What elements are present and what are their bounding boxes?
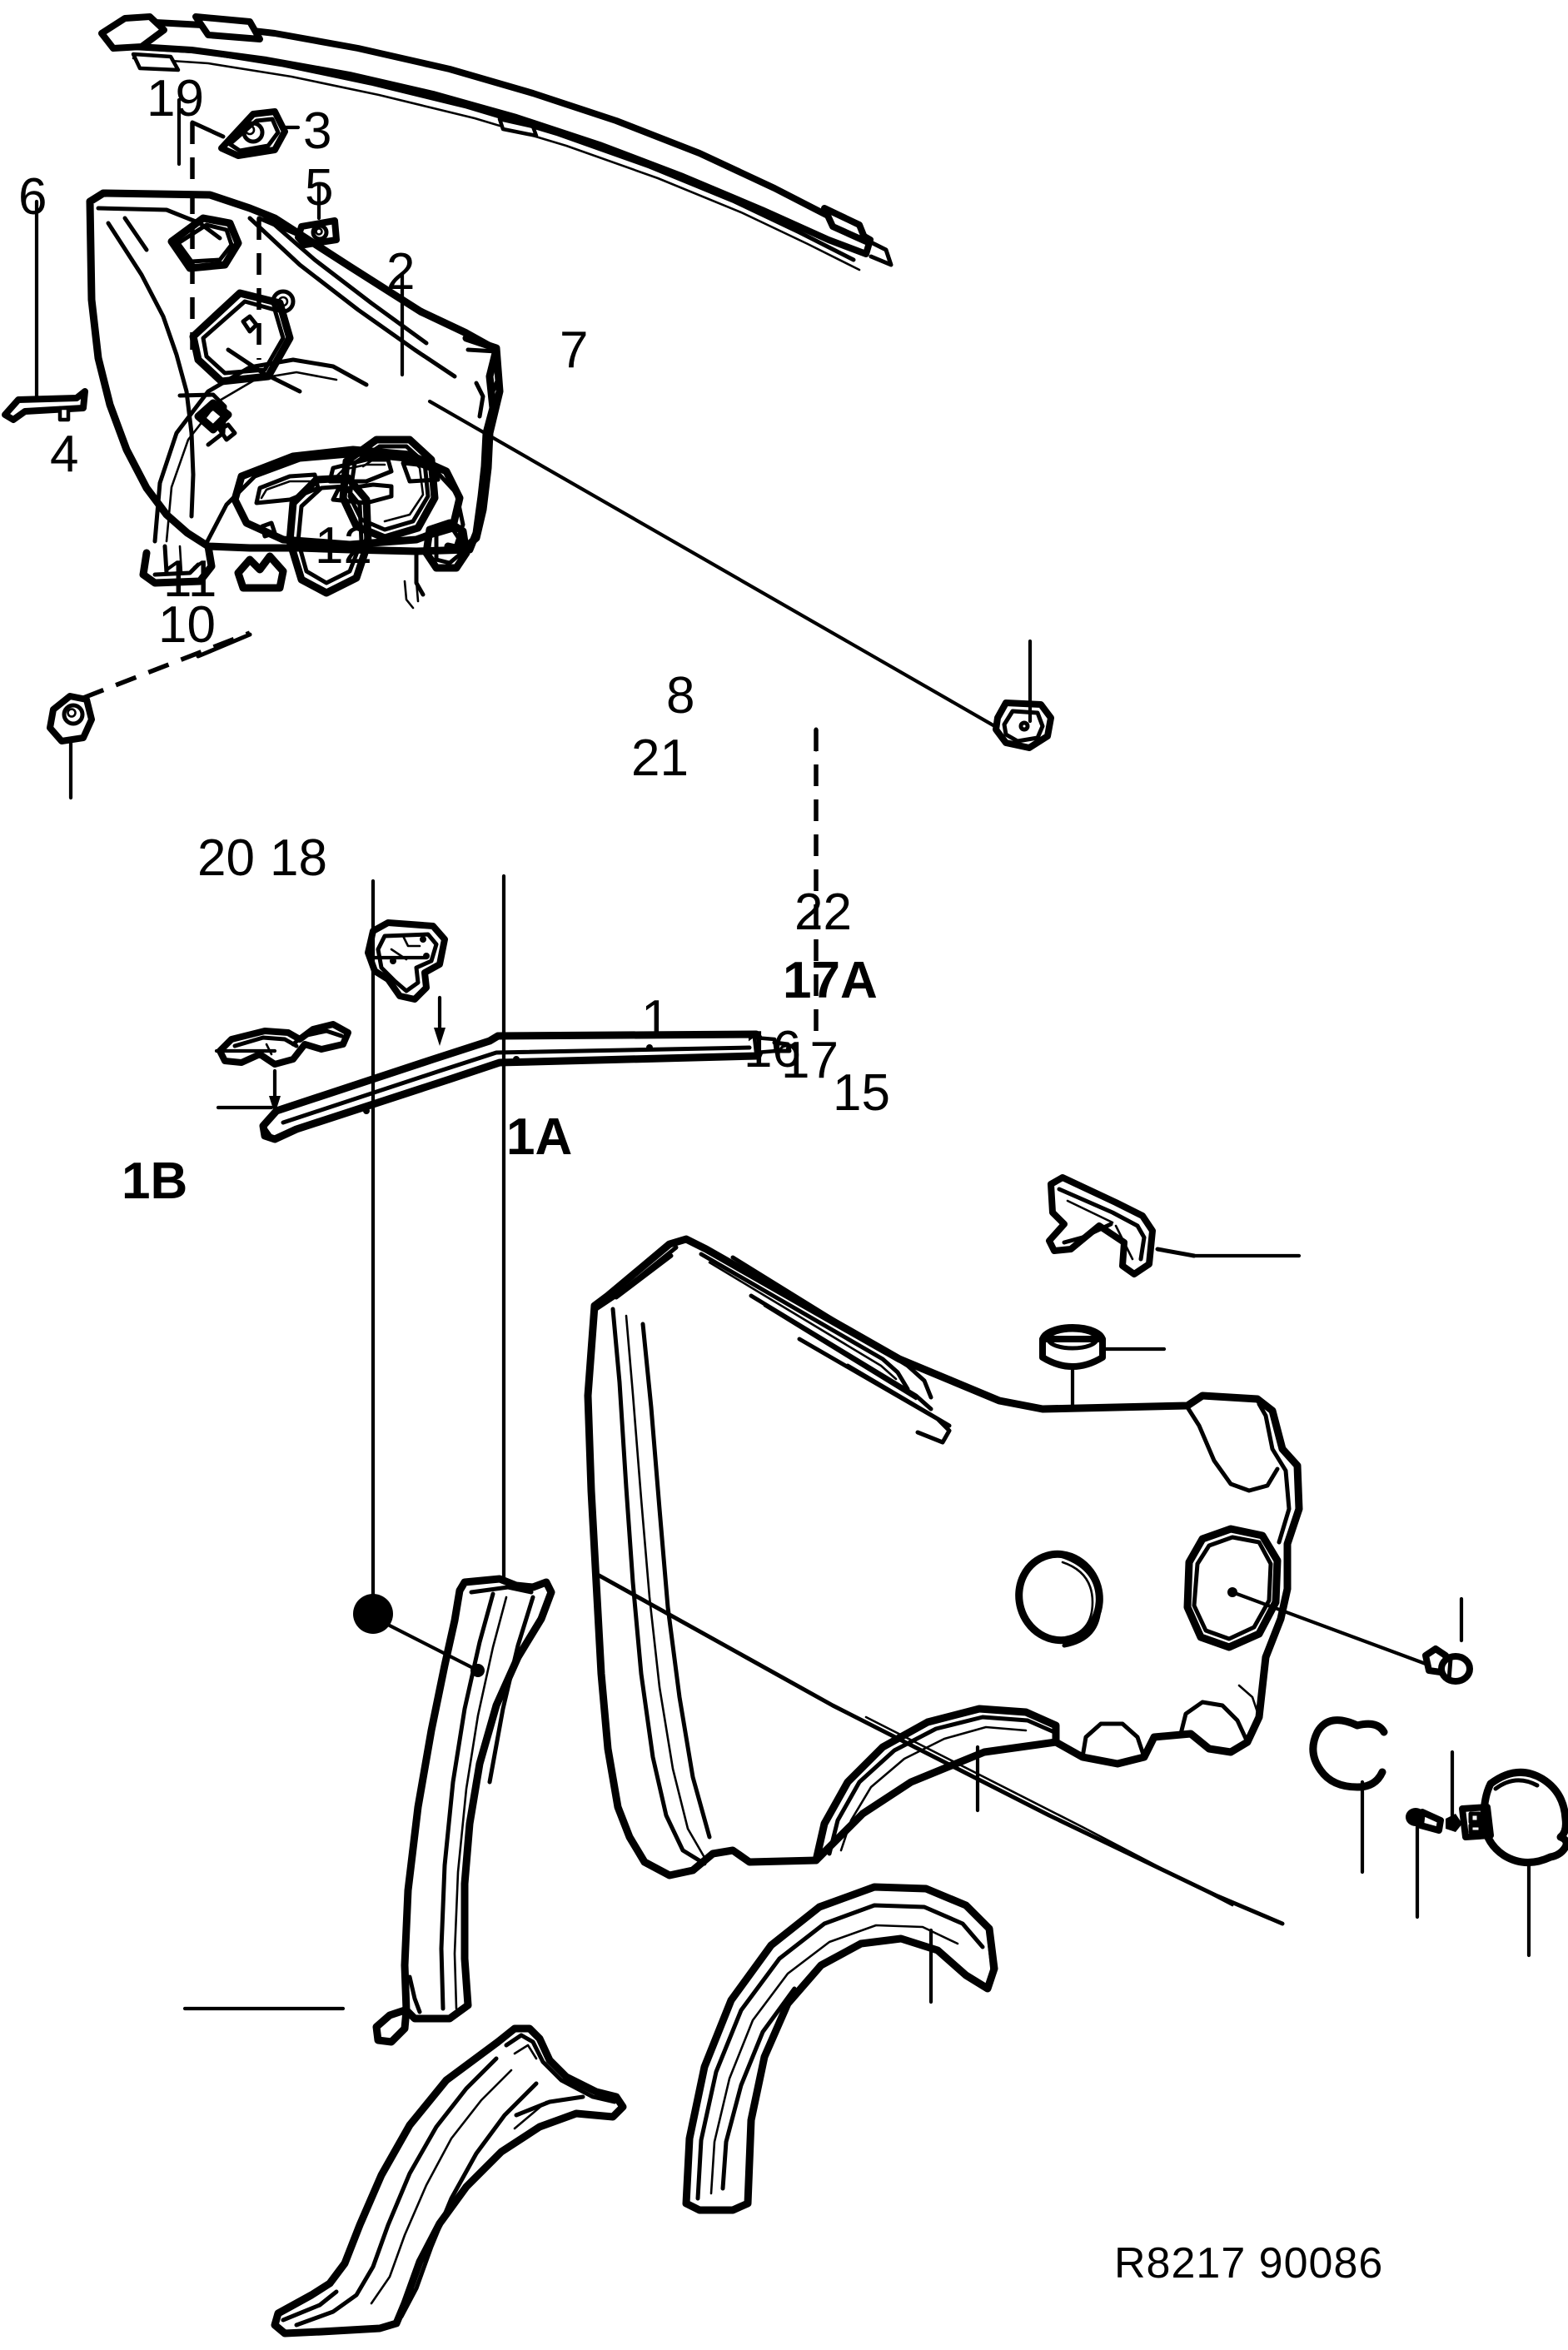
callout-label-2: 2 (386, 243, 416, 301)
part-19-roof-drip-rail (98, 13, 894, 271)
callout-label-10: 10 (158, 596, 216, 654)
part-8-angled-support-bracket (1046, 1174, 1156, 1277)
part-6-flat-strip-bracket (2, 388, 88, 423)
part-11-clip-bracket (217, 1021, 351, 1068)
callout-label-3: 3 (303, 102, 332, 160)
callout-label-1B: 1B (122, 1153, 188, 1210)
part-15-fuel-filler-door (1480, 1768, 1568, 1866)
callout-label-8: 8 (666, 667, 695, 724)
callout-label-17: 17 (781, 1032, 839, 1089)
callout-label-19: 19 (147, 70, 204, 127)
leader-22-b (1230, 1590, 1428, 1666)
part-18-inner-wheel-arch-extension (372, 1575, 555, 2046)
callout-label-1: 1 (641, 990, 670, 1048)
part-3-reinforcement-plate (218, 108, 288, 159)
callout-label-18: 18 (270, 829, 327, 887)
part-2-inner-quarter-panel (86, 189, 504, 610)
callout-label-4: 4 (50, 426, 79, 483)
leader-7-b (427, 399, 1000, 730)
part-22-pin-clip (1422, 1645, 1473, 1685)
part-12-seatbelt-anchor-bracket (365, 919, 448, 1003)
part-4-nut-plate-lower (47, 693, 95, 744)
callout-label-17A: 17A (783, 952, 878, 1009)
callout-label-12: 12 (315, 517, 372, 575)
callout-label-15: 15 (833, 1064, 890, 1122)
part-1-outer-quarter-panel (584, 1235, 1303, 1926)
part-21-body-plug-cap (1039, 1324, 1106, 1370)
callout-label-1A: 1A (506, 1108, 573, 1166)
part-7-grommet-plug (993, 700, 1054, 751)
callout-label-11: 11 (163, 550, 217, 608)
leader-20-b (381, 1620, 477, 1671)
part-1A-wheel-arch-repair-panel (682, 1883, 998, 2214)
callout-label-6: 6 (18, 168, 47, 226)
dashed-connector-4 (82, 630, 251, 700)
part-16-spring-clip-retainer (1309, 1716, 1388, 1791)
callout-label-16: 16 (744, 1021, 801, 1078)
callout-label-20: 20 (197, 829, 255, 887)
diagram-caption: R8217 90086 (1114, 2239, 1384, 2288)
callout-label-7: 7 (560, 321, 589, 379)
callout-label-22: 22 (794, 884, 852, 941)
part-1B-lower-quarter-repair-panel (271, 2024, 627, 2338)
callout-label-21: 21 (631, 729, 689, 787)
part-20-weld-stud (353, 1594, 393, 1634)
part-17-screw (1406, 1808, 1444, 1834)
callout-label-5: 5 (305, 159, 334, 217)
